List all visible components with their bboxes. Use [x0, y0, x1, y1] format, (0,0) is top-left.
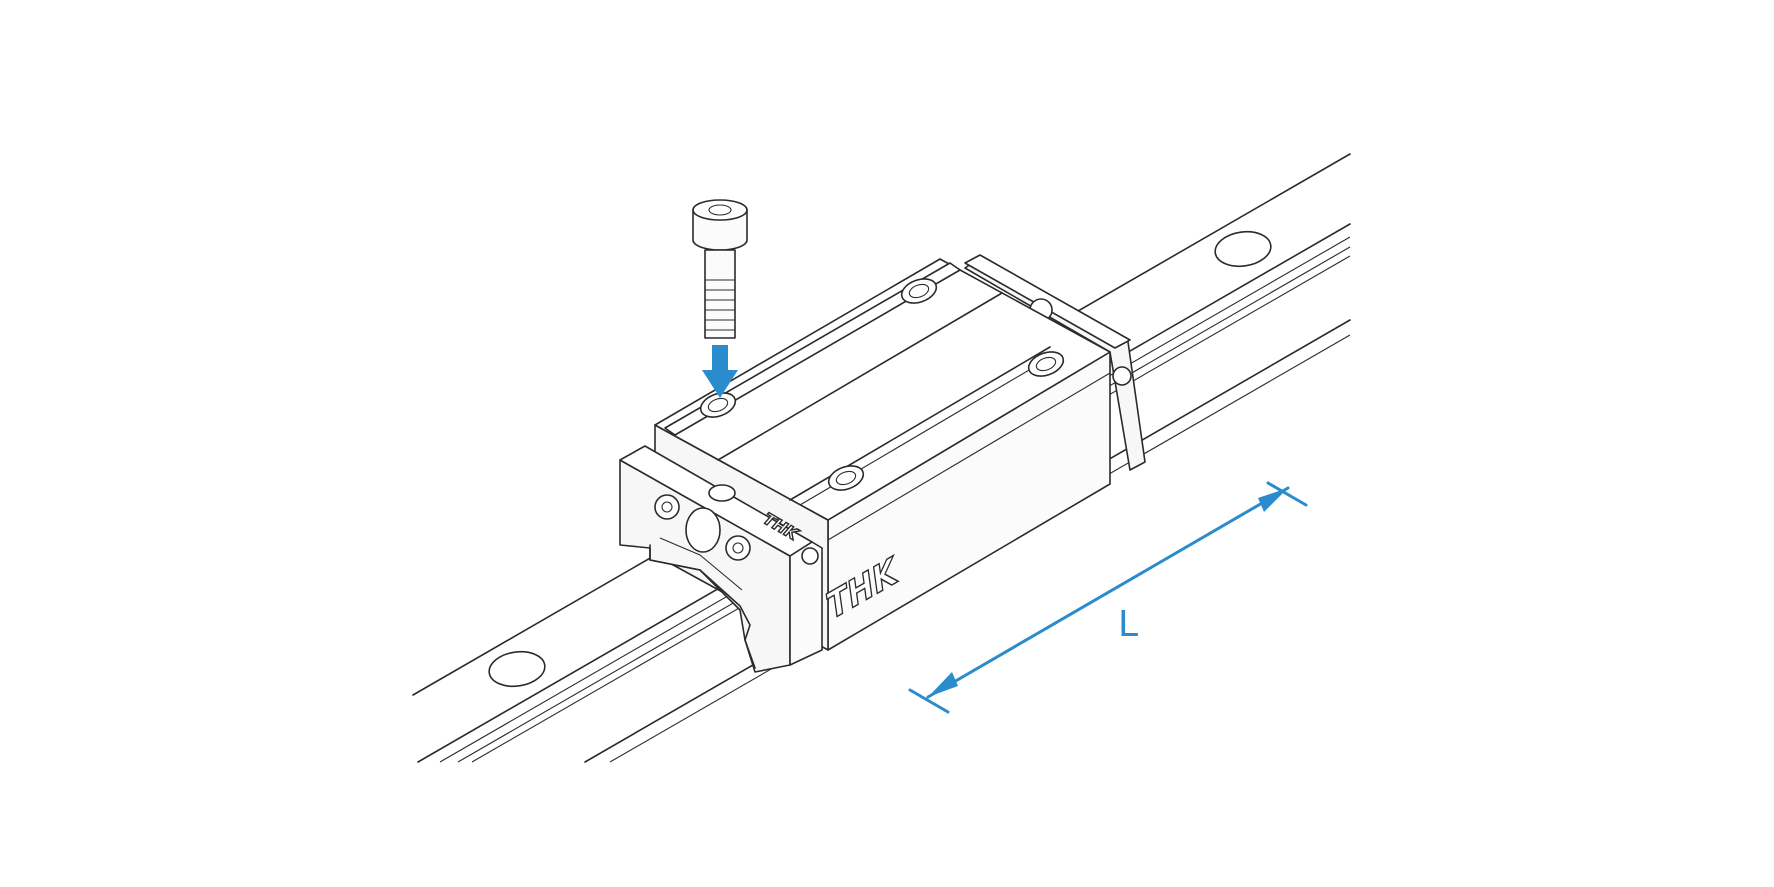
dimension-label: L — [1118, 604, 1138, 645]
block-tapped-hole-front-left — [699, 392, 737, 418]
block-side-bevel-line — [827, 372, 1111, 541]
front-grease-port-icon — [685, 507, 721, 553]
block-top-face — [654, 258, 1111, 521]
cap-screw-shank — [704, 249, 736, 339]
rear-end-plate — [964, 257, 1146, 471]
dimension-arrow-left-icon — [928, 672, 958, 697]
front-screw-right-slot-icon — [732, 542, 744, 554]
block-tapped-hole-rear-right — [1027, 351, 1065, 377]
length-dimension: L — [908, 481, 1308, 714]
rail-cutout-inner — [659, 537, 743, 591]
front-screw-left-slot-icon — [661, 501, 673, 513]
front-screw-left-icon — [654, 494, 680, 520]
rail-mounting-hole-front — [488, 650, 546, 688]
block-tapped-hole-rear-left — [900, 278, 938, 304]
insert-direction-arrow-icon — [702, 345, 738, 398]
block-top-chamfer — [664, 262, 961, 436]
front-top-lube-hole-icon — [708, 484, 736, 502]
front-end-seal: THK — [619, 445, 823, 673]
block-tapped-hole-front-right — [827, 465, 865, 491]
rear-grease-nipple-icon — [1112, 366, 1132, 386]
dimension-extension-left — [908, 688, 950, 714]
cap-screw-head-top — [692, 199, 748, 221]
cap-screw-thread — [705, 279, 735, 331]
block-top-step-line-1 — [717, 292, 1003, 461]
rail-cutout-profile — [649, 544, 756, 669]
cap-screw — [692, 199, 748, 339]
front-seal-edge — [789, 541, 823, 666]
dimension-arrow-right-icon — [1258, 488, 1288, 512]
rail-mounting-hole-rear — [1214, 230, 1272, 268]
hex-socket-icon — [708, 204, 732, 216]
dimension-line — [926, 486, 1290, 699]
front-screw-right-icon — [725, 535, 751, 561]
front-grease-nipple-icon — [801, 547, 819, 565]
dimension-extension-right — [1266, 481, 1308, 507]
